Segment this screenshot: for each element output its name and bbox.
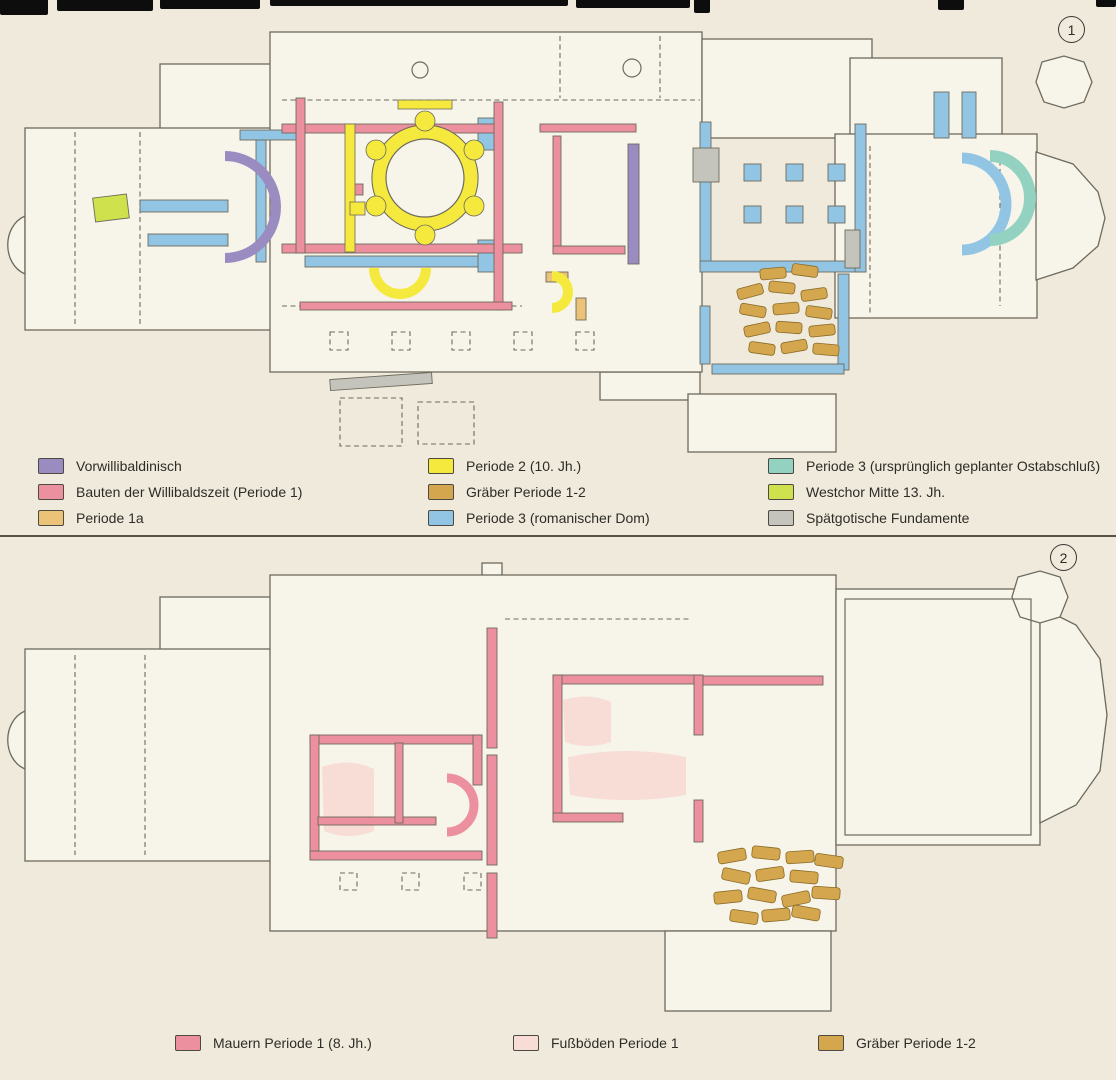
legend-item: Gräber Periode 1-2 bbox=[818, 1034, 976, 1052]
legend-label: Periode 3 (ursprünglich geplanter Ostabs… bbox=[806, 458, 1101, 474]
legend-label: Gräber Periode 1-2 bbox=[856, 1035, 976, 1051]
legend-item: Periode 2 (10. Jh.) bbox=[428, 458, 650, 474]
plan-1-legend-column-3: Periode 3 (ursprünglich geplanter Ostabs… bbox=[768, 458, 1100, 526]
legend-swatch bbox=[175, 1035, 201, 1051]
plan-1-romanesque-apse-arc bbox=[961, 152, 1012, 256]
plan-2-walls-period1-pink bbox=[309, 627, 824, 939]
plan-1-legend-column-2: Periode 2 (10. Jh.) Gräber Periode 1-2 P… bbox=[428, 458, 650, 526]
plan-2-drawing bbox=[7, 562, 1108, 1012]
legend-item: Periode 1a bbox=[38, 510, 302, 526]
legend-item: Westchor Mitte 13. Jh. bbox=[768, 484, 1100, 500]
plan-2-outline bbox=[7, 562, 1108, 1012]
plan-1-legend: Vorwillibaldinisch Bauten der Willibalds… bbox=[0, 452, 1116, 534]
legend-label: Spätgotische Fundamente bbox=[806, 510, 970, 526]
legend-item: Spätgotische Fundamente bbox=[768, 510, 1100, 526]
legend-swatch bbox=[818, 1035, 844, 1051]
plan-1-legend-column-1: Vorwillibaldinisch Bauten der Willibalds… bbox=[38, 458, 302, 526]
plan-1-ostabschluss-teal bbox=[989, 150, 1036, 246]
plan-2-graves-gold bbox=[713, 845, 844, 925]
plan-1-graves-gold bbox=[736, 263, 840, 357]
legend-swatch bbox=[428, 458, 454, 474]
legend-swatch bbox=[428, 484, 454, 500]
legend-swatch bbox=[513, 1035, 539, 1051]
legend-label: Periode 2 (10. Jh.) bbox=[466, 458, 582, 474]
plan-1-willibald-walls-pink bbox=[281, 97, 637, 311]
legend-swatch bbox=[38, 484, 64, 500]
scan-artifact bbox=[270, 0, 568, 6]
figure-1-number: 1 bbox=[1067, 21, 1076, 38]
legend-swatch bbox=[428, 510, 454, 526]
plan-1-period2-rotunda-yellow bbox=[344, 99, 573, 313]
legend-swatch bbox=[38, 458, 64, 474]
figure-1-badge: 1 bbox=[1058, 16, 1085, 43]
scan-artifact bbox=[576, 0, 690, 8]
scan-artifact bbox=[1096, 0, 1116, 7]
scan-artifact bbox=[160, 0, 260, 9]
scan-artifact bbox=[694, 0, 710, 13]
legend-item: Mauern Periode 1 (8. Jh.) bbox=[175, 1034, 372, 1052]
legend-swatch bbox=[768, 510, 794, 526]
legend-swatch bbox=[38, 510, 64, 526]
panel-divider bbox=[0, 535, 1116, 537]
plan-1-westchor-patch bbox=[92, 193, 130, 223]
scan-artifact bbox=[938, 0, 964, 10]
legend-item: Bauten der Willibaldszeit (Periode 1) bbox=[38, 484, 302, 500]
plan-2-legend: Mauern Periode 1 (8. Jh.) Fußböden Perio… bbox=[0, 1034, 1116, 1062]
legend-label: Fußböden Periode 1 bbox=[551, 1035, 679, 1051]
plan-1-lategothic-gray bbox=[329, 147, 861, 392]
figure-2-number: 2 bbox=[1059, 549, 1068, 566]
legend-label: Westchor Mitte 13. Jh. bbox=[806, 484, 946, 500]
legend-swatch bbox=[768, 484, 794, 500]
legend-label: Bauten der Willibaldszeit (Periode 1) bbox=[76, 484, 303, 500]
legend-label: Vorwillibaldinisch bbox=[76, 458, 182, 474]
plan-2-apse-arc-pink bbox=[446, 773, 479, 837]
plan-1-drawing bbox=[7, 31, 1106, 453]
legend-item: Gräber Periode 1-2 bbox=[428, 484, 650, 500]
legend-item: Vorwillibaldinisch bbox=[38, 458, 302, 474]
plan-1-outline bbox=[7, 31, 1106, 453]
legend-item: Periode 3 (ursprünglich geplanter Ostabs… bbox=[768, 458, 1100, 474]
legend-label: Periode 1a bbox=[76, 510, 144, 526]
legend-label: Gräber Periode 1-2 bbox=[466, 484, 586, 500]
legend-swatch bbox=[768, 458, 794, 474]
legend-item: Fußböden Periode 1 bbox=[513, 1034, 679, 1052]
figure-2-badge: 2 bbox=[1050, 544, 1077, 571]
legend-label: Mauern Periode 1 (8. Jh.) bbox=[213, 1035, 372, 1051]
plan-1-prewillibald-purple bbox=[224, 143, 640, 265]
legend-label: Periode 3 (romanischer Dom) bbox=[466, 510, 650, 526]
scan-artifact bbox=[57, 0, 153, 11]
scan-artifact bbox=[0, 0, 48, 15]
legend-item: Periode 3 (romanischer Dom) bbox=[428, 510, 650, 526]
